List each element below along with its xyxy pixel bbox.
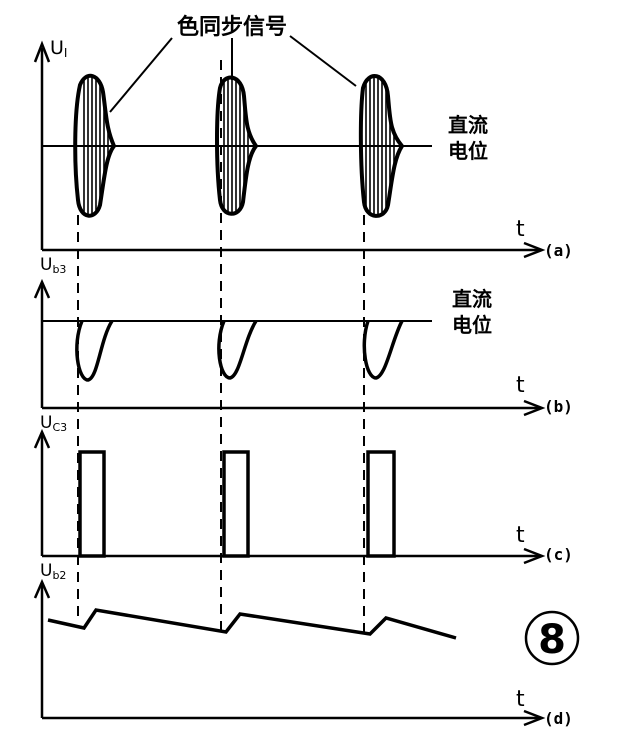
pulse-c-2 [222, 450, 250, 558]
sawtooth-d [47, 608, 457, 640]
burst-2 [215, 75, 259, 216]
pulse-c-3 [366, 450, 396, 558]
x-arrow-c [523, 547, 546, 565]
axis-label-c: UC3 [40, 413, 67, 434]
panel-d [33, 578, 580, 727]
pulse-c-1 [78, 450, 106, 558]
y-arrow-a [33, 40, 51, 63]
dc-level-label-b-line1: 直流 [452, 287, 492, 311]
leader-line-1 [109, 37, 173, 113]
t-label-b: t [516, 373, 525, 398]
panel-tag-b: (b) [544, 397, 573, 416]
panel-c [33, 428, 546, 565]
pulse-b-2 [217, 320, 258, 380]
axis-label-d: Ub2 [40, 561, 66, 582]
figure-number-circle [524, 610, 580, 666]
figure-number: 8 [538, 617, 566, 663]
y-arrow-c [33, 428, 51, 449]
dc-level-label-a-line2: 电位 [448, 139, 488, 163]
pulse-b-3 [362, 320, 404, 380]
t-label-a: t [516, 217, 525, 242]
x-arrow-d [523, 709, 546, 727]
panel-tag-d: (d) [544, 709, 573, 728]
dashed-guides [77, 60, 365, 632]
t-label-d: t [516, 687, 525, 712]
y-arrow-d [33, 578, 51, 599]
leader-line-3 [289, 35, 357, 87]
x-arrow-a [523, 241, 546, 259]
panel-b [33, 278, 546, 417]
burst-label: 色同步信号 [177, 14, 287, 40]
axis-label-b: Ub3 [40, 255, 66, 276]
panel-tag-c: (c) [544, 545, 573, 564]
x-arrow-b [523, 399, 546, 417]
t-label-c: t [516, 523, 525, 548]
y-arrow-b [33, 278, 51, 299]
dc-level-label-b-line2: 电位 [452, 313, 492, 337]
dc-level-label-a-line1: 直流 [448, 113, 488, 137]
axis-label-a: UI [50, 37, 67, 60]
pulse-b-1 [75, 320, 114, 382]
panel-tag-a: (a) [544, 241, 573, 260]
